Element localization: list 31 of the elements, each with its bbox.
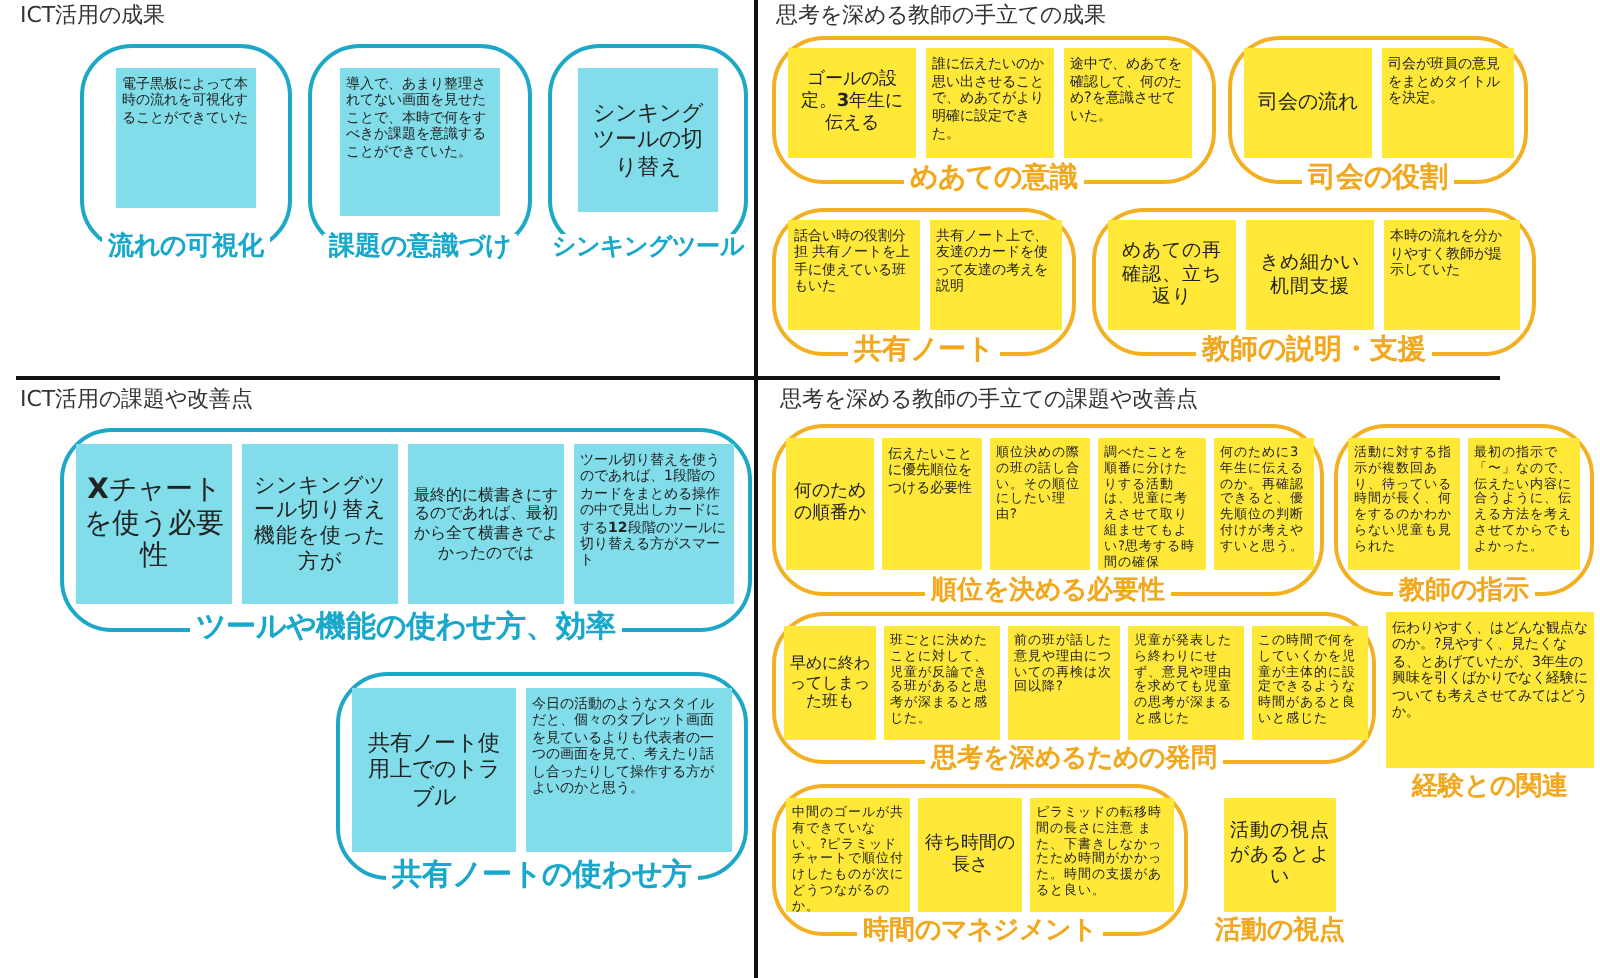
- sticky-note: きめ細かい机間支援: [1246, 220, 1374, 330]
- sticky-note: 活動の視点があるとよい: [1224, 798, 1336, 912]
- handwritten-label: 経験との関連: [1412, 774, 1568, 802]
- handwritten-label: 司会の役割: [1302, 164, 1454, 194]
- sticky-note: 何のための順番か: [786, 438, 874, 570]
- section-title: 思考を深める教師の手立ての課題や改善点: [780, 388, 1198, 413]
- handwritten-label: 教師の説明・支援: [1196, 336, 1432, 366]
- handwritten-label: めあての意識: [904, 164, 1084, 194]
- sticky-note: シンキングツールの切り替え: [578, 68, 718, 212]
- sticky-note: めあての再確認、立ち返り: [1108, 220, 1236, 330]
- sticky-note: 司会の流れ: [1244, 48, 1372, 158]
- sticky-note: 早めに終わってしまった班も: [784, 626, 876, 740]
- section-title: ICT活用の課題や改善点: [20, 388, 254, 413]
- handwritten-label: 順位を決める必要性: [925, 577, 1171, 605]
- handwritten-label: ツールや機能の使わせ方、効率: [190, 611, 622, 643]
- handwritten-label: 共有ノートの使わせ方: [386, 859, 698, 891]
- sticky-note: シンキングツール切り替え機能を使った方が: [242, 444, 398, 604]
- handwritten-label: 思考を深めるための発問: [925, 745, 1223, 773]
- sticky-note: 共有ノート使用上でのトラブル: [352, 688, 516, 852]
- section-title: ICT活用の成果: [20, 4, 166, 29]
- handwritten-label: 時間のマネジメント: [857, 917, 1103, 945]
- handwritten-label: 共有ノート: [848, 336, 1000, 366]
- handwritten-label: 活動の視点: [1215, 918, 1345, 946]
- handwritten-label: 教師の指示: [1393, 577, 1535, 605]
- sticky-note: 最終的に横書きにするのであれば、最初から全て横書きでよかったのでは: [408, 444, 564, 604]
- handwritten-label: 流れの可視化: [102, 233, 270, 261]
- sticky-note: ゴールの設定。3年生に伝える: [788, 48, 916, 158]
- section-title: 思考を深める教師の手立ての成果: [776, 4, 1106, 29]
- handwritten-label: 課題の意識づけ: [323, 233, 517, 261]
- sticky-note: Xチャートを使う必要性: [76, 444, 232, 604]
- sticky-note: 待ち時間の長さ: [918, 798, 1022, 912]
